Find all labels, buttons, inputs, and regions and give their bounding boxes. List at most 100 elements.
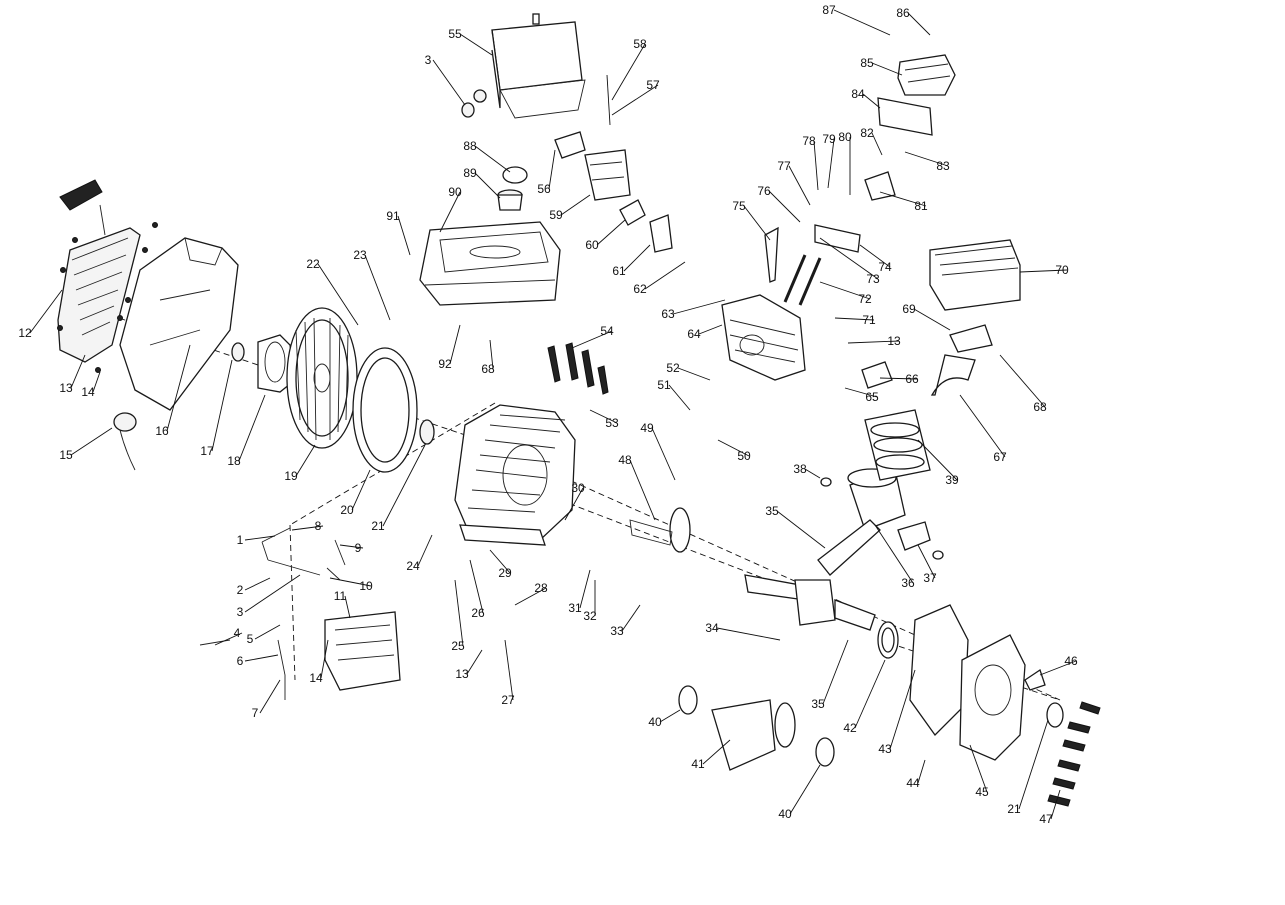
callout-59: 59 — [549, 194, 591, 222]
callout-number: 49 — [640, 421, 654, 435]
callout-number: 76 — [757, 184, 771, 198]
governor-linkage — [199, 527, 401, 700]
callout-number: 13 — [455, 667, 469, 681]
callout-number: 61 — [612, 264, 626, 278]
callout-number: 51 — [657, 378, 671, 392]
callout-number: 20 — [340, 503, 354, 517]
callout-number: 64 — [687, 327, 701, 341]
callout-leader-line — [913, 308, 951, 331]
callout-leader-line — [469, 559, 484, 614]
callout-61: 61 — [612, 244, 651, 278]
callout-number: 13 — [59, 381, 73, 395]
callout-leader-line — [677, 367, 711, 381]
callout-number: 86 — [896, 6, 910, 20]
callout-leader-line — [917, 544, 936, 579]
callout-leader-line — [874, 524, 914, 584]
callout-66: 66 — [879, 372, 919, 386]
callout-number: 48 — [618, 453, 632, 467]
callout-number: 15 — [59, 448, 73, 462]
callout-53: 53 — [589, 409, 619, 430]
callout-number: 32 — [583, 609, 597, 623]
callout-13: 13 — [847, 334, 901, 348]
callout-21: 21 — [1007, 719, 1049, 816]
callout-leader-line — [611, 84, 659, 116]
callout-leader-line — [623, 244, 651, 272]
callout-68: 68 — [481, 339, 495, 376]
callout-leader-line — [244, 577, 271, 591]
callout-50: 50 — [717, 439, 751, 463]
callout-number: 81 — [914, 199, 928, 213]
callout-leader-line — [70, 427, 113, 456]
callout-leader-line — [489, 549, 511, 574]
callout-number: 75 — [732, 199, 746, 213]
callout-25: 25 — [451, 579, 465, 653]
muffler — [861, 239, 1021, 396]
callout-number: 92 — [438, 357, 452, 371]
callout-number: 40 — [778, 807, 792, 821]
callout-63: 63 — [661, 299, 726, 321]
callout-18: 18 — [227, 394, 266, 468]
callout-leader-line — [702, 739, 731, 765]
callout-number: 45 — [975, 785, 989, 799]
callout-38: 38 — [793, 462, 821, 479]
callout-65: 65 — [844, 387, 879, 404]
callout-number: 2 — [237, 583, 244, 597]
callout-leader-line — [776, 510, 826, 549]
callout-leader-line — [259, 679, 281, 714]
callout-leader-line — [317, 263, 359, 326]
callout-leader-line — [504, 639, 514, 701]
callout-number: 39 — [945, 473, 959, 487]
callout-number: 31 — [568, 601, 582, 615]
recoil-starter — [57, 179, 158, 373]
callout-35: 35 — [765, 504, 826, 549]
callout-leader-line — [489, 339, 494, 370]
callout-81: 81 — [879, 191, 928, 213]
callout-40: 40 — [778, 764, 821, 821]
callout-57: 57 — [611, 78, 660, 116]
callout-leader-line — [959, 394, 1006, 458]
callout-32: 32 — [583, 580, 597, 623]
callout-78: 78 — [802, 134, 819, 191]
callout-number: 91 — [386, 209, 400, 223]
callout-leader-line — [717, 439, 750, 457]
callout-leader-line — [320, 639, 329, 679]
callout-leader-line — [644, 261, 686, 290]
callout-21: 21 — [371, 444, 426, 533]
callout-leader-line — [344, 595, 351, 619]
callout-5: 5 — [247, 624, 281, 646]
callout-leader-line — [548, 149, 556, 190]
callout-number: 25 — [451, 639, 465, 653]
fan-shroud — [119, 237, 239, 411]
callout-leader-line — [397, 215, 411, 256]
callout-2: 2 — [237, 577, 271, 597]
callout-number: 40 — [648, 715, 662, 729]
callout-leader-line — [668, 384, 691, 411]
callout-leader-line — [768, 190, 801, 223]
callout-leader-line — [244, 574, 301, 613]
callout-10: 10 — [329, 577, 373, 593]
callout-leader-line — [291, 525, 324, 531]
callout-leader-line — [716, 627, 781, 641]
callout-leader-line — [698, 324, 723, 335]
callout-number: 43 — [878, 742, 892, 756]
callout-3: 3 — [425, 53, 466, 106]
callout-number: 3 — [237, 605, 244, 619]
callout-87: 87 — [822, 3, 891, 36]
callout-leader-line — [672, 299, 726, 315]
callout-leader-line — [827, 138, 835, 189]
callout-30: 30 — [564, 481, 585, 521]
callout-leader-line — [579, 569, 591, 609]
callout-60: 60 — [585, 219, 626, 252]
callout-6: 6 — [237, 654, 279, 668]
callout-leader-line — [629, 459, 656, 521]
callout-number: 33 — [610, 624, 624, 638]
callout-83: 83 — [904, 151, 950, 173]
callout-number: 17 — [200, 444, 214, 458]
fuel-tank — [419, 166, 561, 306]
callout-leader-line — [889, 669, 916, 750]
callout-leader-line — [862, 93, 881, 109]
callout-70: 70 — [1019, 263, 1069, 277]
callout-number: 21 — [371, 519, 385, 533]
callout-number: 3 — [425, 53, 432, 67]
